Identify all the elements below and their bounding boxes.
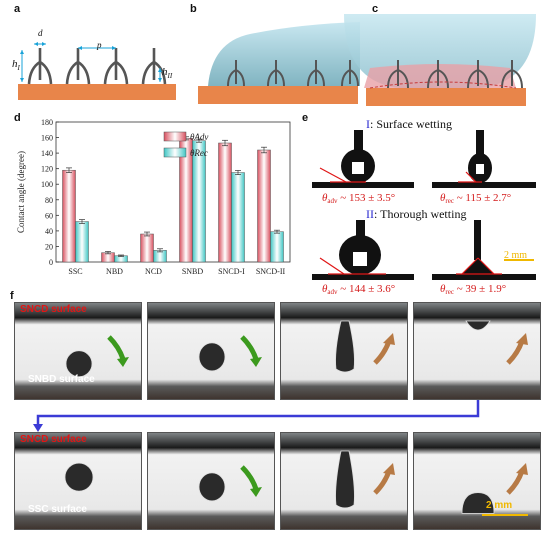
legend-swatch — [163, 131, 187, 142]
bar-rec — [192, 140, 206, 263]
x-tick-label: SNCD-II — [256, 267, 286, 276]
schematic-panel-b — [198, 22, 360, 104]
bar-adv — [257, 149, 271, 263]
y-tick-label: 100 — [41, 180, 53, 189]
panel-label-f: f — [10, 290, 14, 302]
label-h1: hI — [12, 58, 20, 73]
panel-label-d: d — [14, 112, 21, 124]
label-h2: hII — [162, 66, 173, 81]
wetting-droplet-images — [312, 130, 536, 280]
photo-row1-frame1 — [14, 302, 142, 400]
label-d: d — [38, 28, 43, 38]
theta-adv-thorough: θadv ~ 144 ± 3.6° — [322, 283, 396, 296]
panel-label-e: e — [302, 112, 309, 124]
droplet-image-rec-1 — [432, 130, 536, 188]
x-tick-label: NCD — [145, 267, 162, 276]
schematic-panel-c — [344, 14, 536, 106]
y-tick-label: 20 — [45, 242, 53, 251]
chart-frame — [55, 121, 291, 263]
panel-label-a: a — [14, 3, 21, 15]
theta-rec-surface: θrec ~ 115 ± 2.7° — [440, 192, 512, 205]
x-tick-label: NBD — [106, 267, 123, 276]
bar-rec — [75, 221, 89, 263]
row1-top-surface-label: SNCD surface — [20, 304, 87, 315]
y-axis-label: Contact angle (degree) — [16, 151, 26, 233]
surface-wetting-header: I: Surface wetting — [366, 117, 452, 131]
photo-row2-frame4 — [413, 432, 541, 530]
droplet-image-adv-2 — [312, 220, 414, 280]
photo-row1-frame3 — [280, 302, 408, 400]
scale-bar-f — [482, 514, 528, 516]
photo-row2-frame2 — [147, 432, 275, 530]
thorough-wetting-header: II: Thorough wetting — [366, 207, 467, 221]
y-tick-label: 140 — [41, 149, 53, 158]
droplet-image-rec-2 — [432, 220, 536, 280]
bar-rec — [270, 231, 284, 263]
y-tick-label: 180 — [41, 118, 53, 127]
theta-adv-surface: θadv ~ 153 ± 3.5° — [322, 192, 396, 205]
bar-rec — [231, 172, 245, 263]
legend-label: θAdv — [190, 132, 208, 142]
label-p: p — [97, 40, 102, 50]
bar-adv — [218, 142, 232, 263]
y-tick-label: 120 — [41, 165, 53, 174]
bar-adv — [140, 233, 154, 263]
droplet-image-adv-1 — [312, 130, 414, 188]
y-tick-label: 160 — [41, 134, 53, 143]
photo-row2-frame3 — [280, 432, 408, 530]
photo-row1-frame4 — [413, 302, 541, 400]
photo-row1-frame2 — [147, 302, 275, 400]
row1-bottom-surface-label: SNBD surface — [28, 374, 95, 385]
legend-swatch — [163, 147, 187, 158]
schematic-panel-a — [18, 42, 176, 100]
x-tick-label: SSC — [68, 267, 82, 276]
substrate — [18, 84, 176, 100]
panel-label-b: b — [190, 3, 197, 15]
y-tick-label: 80 — [45, 196, 53, 205]
bar-adv — [62, 169, 76, 263]
legend-label: θRec — [190, 148, 208, 158]
scale-bar-label-f: 2 mm — [486, 500, 513, 511]
row2-bottom-surface-label: SSC surface — [28, 504, 87, 515]
row2-top-surface-label: SNCD surface — [20, 434, 87, 445]
x-tick-label: SNBD — [182, 267, 204, 276]
scale-bar-label-e: 2 mm — [504, 250, 528, 261]
y-tick-label: 0 — [49, 258, 53, 267]
photo-row2-frame1 — [14, 432, 142, 530]
y-tick-label: 40 — [45, 227, 53, 236]
theta-rec-thorough: θrec ~ 39 ± 1.9° — [440, 283, 507, 296]
panel-label-c: c — [372, 3, 379, 15]
x-tick-label: SNCD-I — [218, 267, 245, 276]
row-connector-arrow — [33, 400, 480, 432]
y-tick-label: 60 — [45, 211, 53, 220]
